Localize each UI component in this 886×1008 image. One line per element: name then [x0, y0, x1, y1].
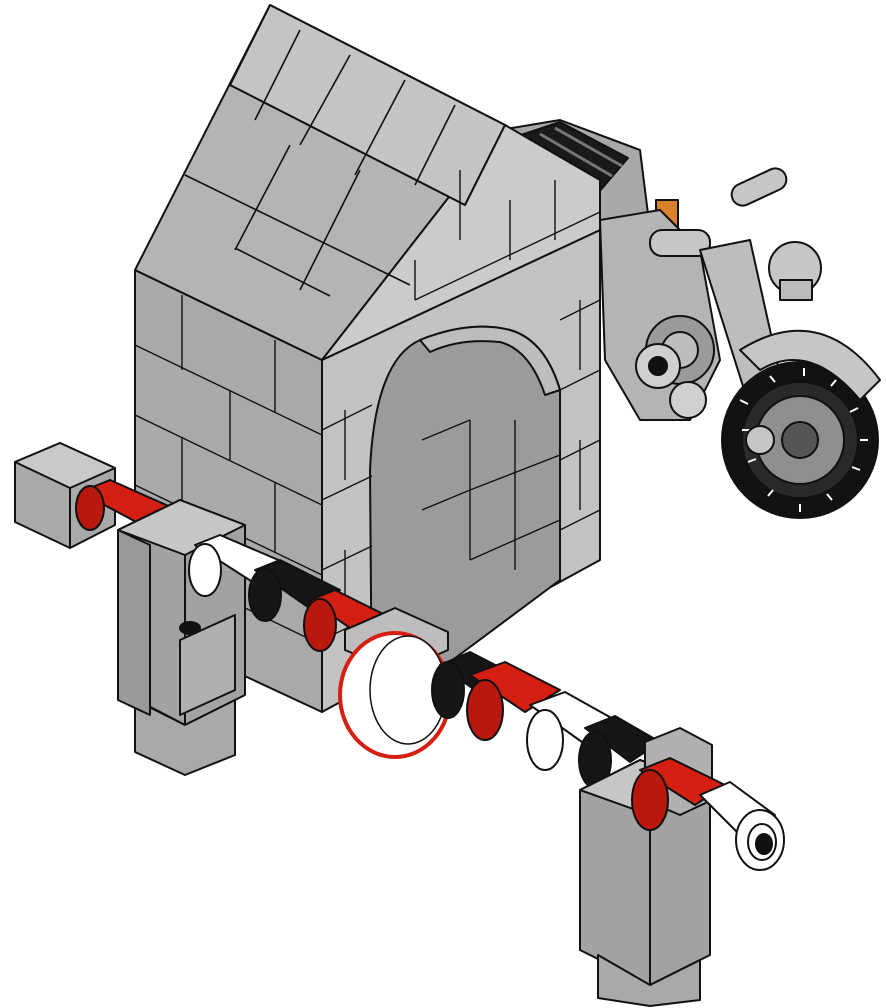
- motorcycle-icon: [499, 119, 881, 519]
- barrier-pole-icon: [14, 442, 396, 776]
- round-sign-icon: [338, 631, 452, 759]
- barrier-post-right: [579, 727, 785, 1007]
